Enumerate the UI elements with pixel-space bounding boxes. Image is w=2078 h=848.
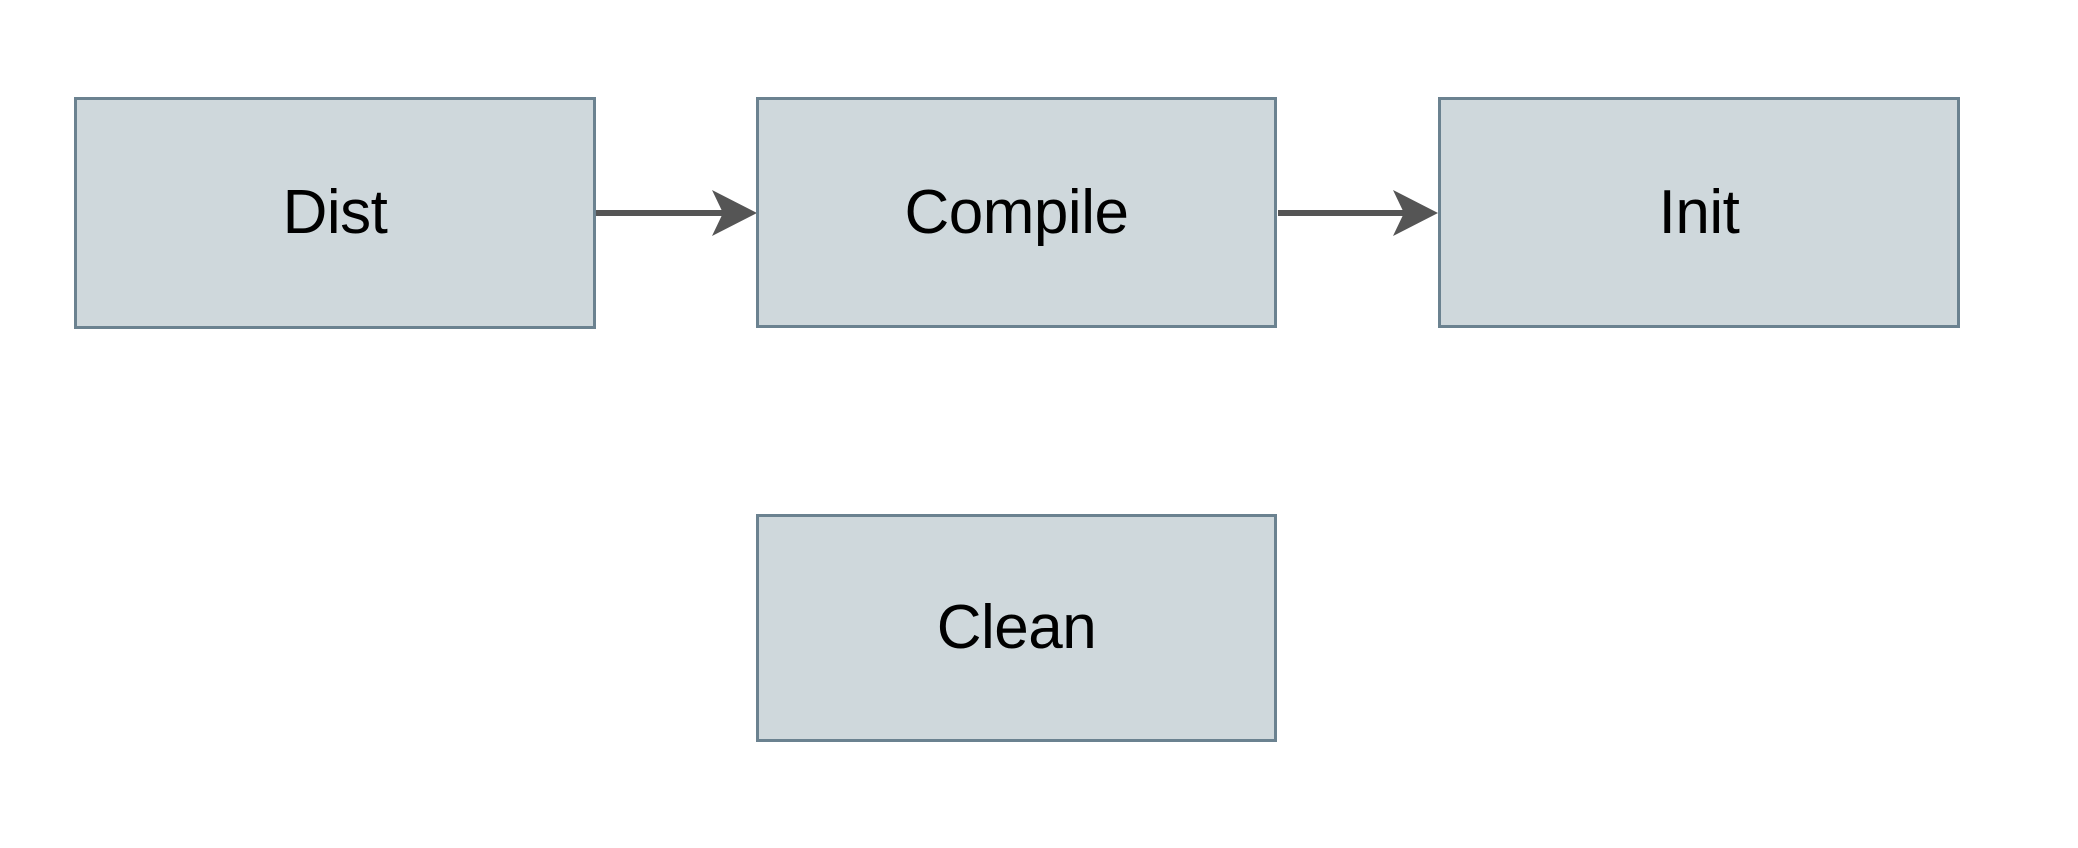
arrowhead bbox=[1393, 190, 1438, 236]
node-compile-label: Compile bbox=[904, 177, 1129, 247]
node-init-label: Init bbox=[1658, 177, 1740, 247]
node-compile[interactable]: Compile bbox=[756, 97, 1277, 328]
node-dist-label: Dist bbox=[282, 178, 388, 247]
node-init[interactable]: Init bbox=[1438, 97, 1960, 328]
node-dist[interactable]: Dist bbox=[74, 97, 596, 329]
node-clean[interactable]: Clean bbox=[756, 514, 1277, 742]
arrowhead bbox=[712, 190, 757, 236]
node-clean-label: Clean bbox=[936, 593, 1097, 662]
